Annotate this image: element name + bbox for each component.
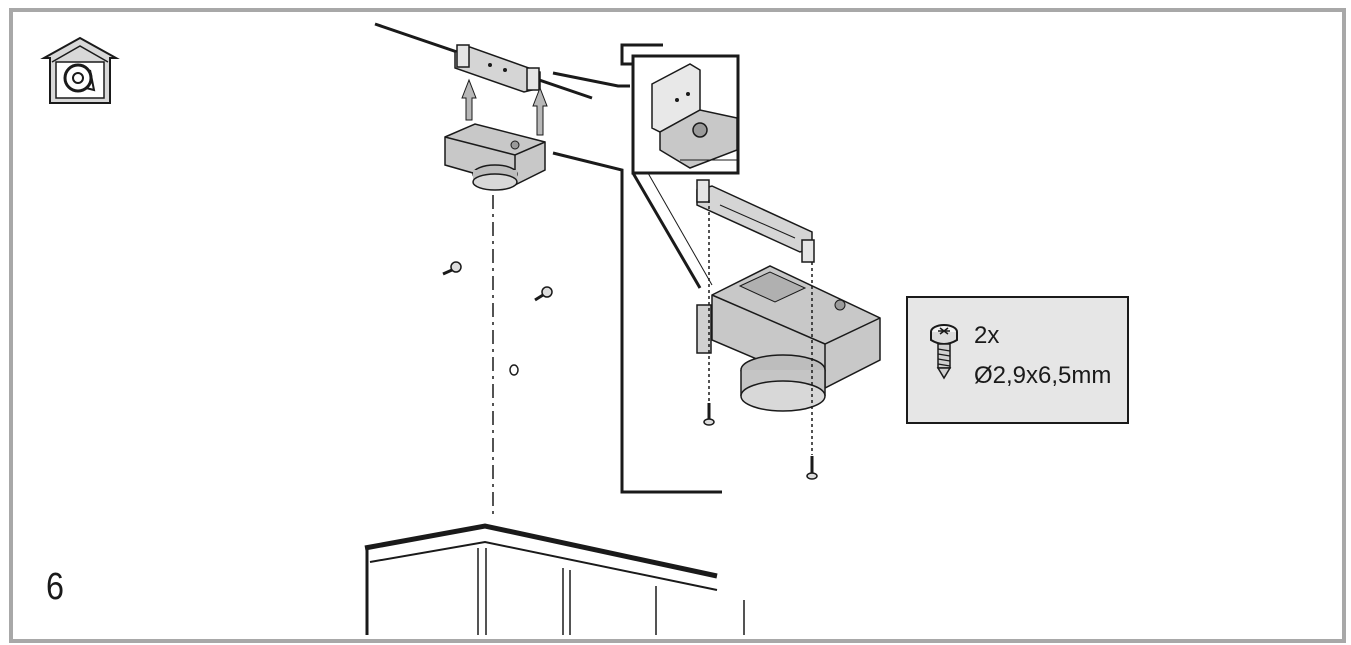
detail-air-outlet-adapter (696, 265, 881, 412)
air-outlet-adapter (444, 123, 546, 191)
up-arrow-icon (461, 78, 548, 136)
mounting-bracket (454, 44, 541, 93)
screw-icon (534, 286, 553, 302)
screw-icon (703, 403, 715, 426)
screw-callout: 2x Ø2,9x6,5mm (906, 296, 1129, 424)
step-number: 6 (46, 566, 64, 608)
detail-inset (631, 54, 740, 175)
screw-icon (442, 261, 462, 276)
house-air-recirculation-icon (40, 36, 120, 104)
zoom-outline (552, 43, 722, 494)
diagram-frame (9, 8, 1346, 643)
washer (509, 364, 519, 376)
screw-quantity: 2x (974, 322, 1000, 349)
screw-icon (806, 456, 818, 480)
detail-bracket (696, 179, 815, 263)
hood-top (364, 523, 745, 635)
screw-spec: Ø2,9x6,5mm (974, 362, 1112, 389)
screw-icon (930, 324, 958, 380)
